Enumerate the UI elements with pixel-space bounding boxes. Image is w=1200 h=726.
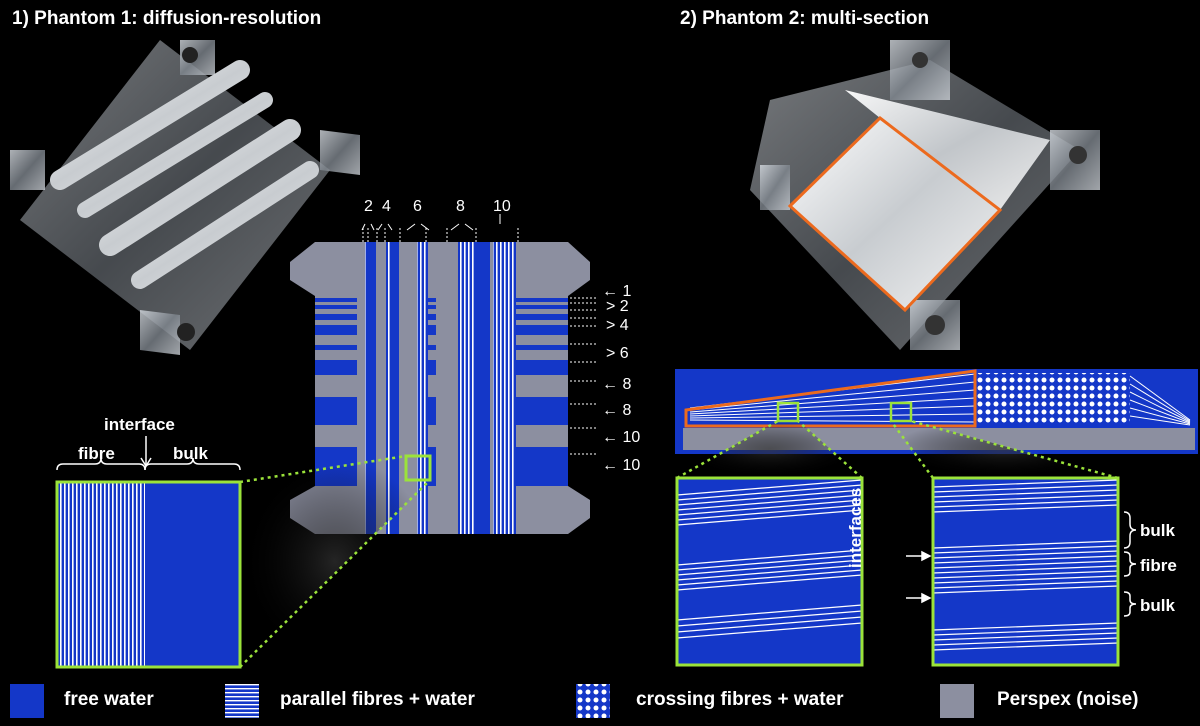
phantom2-title: 2) Phantom 2: multi-section bbox=[680, 8, 930, 29]
interfaces-label: interfaces bbox=[846, 487, 865, 568]
top-number-10: 10 bbox=[493, 198, 511, 215]
legend-label-crossing: crossing fibres + water bbox=[636, 689, 844, 710]
side-number-10b: ← 10 bbox=[602, 457, 641, 474]
legend-label-water: free water bbox=[64, 689, 154, 710]
fibre-label-2: fibre bbox=[1140, 556, 1177, 575]
legend-label-perspex: Perspex (noise) bbox=[997, 689, 1139, 710]
phantom1-photo bbox=[10, 40, 360, 355]
side-number-10a: ← 10 bbox=[602, 429, 641, 446]
side-number-6: > 6 bbox=[606, 345, 629, 362]
legend-swatch-water bbox=[10, 684, 44, 718]
phantom2-inset-left bbox=[675, 476, 864, 667]
phantom2-inset-right bbox=[906, 476, 1137, 667]
side-number-8a-value: 8 bbox=[622, 376, 632, 393]
legend-swatch-perspex bbox=[940, 684, 974, 718]
phantom1-inset bbox=[55, 436, 242, 669]
side-number-10a-value: 10 bbox=[622, 429, 641, 446]
bulk-bottom-label: bulk bbox=[1140, 596, 1175, 615]
phantom2-photo bbox=[750, 40, 1100, 350]
bulk-label: bulk bbox=[173, 444, 208, 463]
zoom-glow-2 bbox=[677, 420, 862, 478]
zoom-connectors-1 bbox=[239, 454, 431, 668]
side-number-8a: ← 8 bbox=[602, 376, 632, 393]
fibre-label: fibre bbox=[78, 444, 115, 463]
top-number-4: 4 bbox=[382, 198, 391, 215]
side-number-10b-value: 10 bbox=[622, 457, 641, 474]
legend-swatches bbox=[10, 684, 974, 718]
side-number-1-value: 1 bbox=[622, 283, 632, 300]
side-number-1: ← 1 bbox=[602, 283, 632, 300]
side-number-8b: ← 8 bbox=[602, 402, 632, 419]
interface-label: interface bbox=[104, 415, 175, 434]
side-number-4: > 4 bbox=[606, 317, 629, 334]
zoom-connectors-2 bbox=[676, 419, 1119, 480]
top-number-8: 8 bbox=[456, 198, 465, 215]
side-number-8b-value: 8 bbox=[622, 402, 632, 419]
legend-swatch-crossing bbox=[576, 684, 610, 718]
phantom1-schematic bbox=[290, 214, 598, 534]
top-number-6: 6 bbox=[413, 198, 422, 215]
side-number-2-value: 2 bbox=[619, 298, 629, 315]
legend-label-parallel: parallel fibres + water bbox=[280, 689, 475, 710]
side-number-2: > 2 bbox=[606, 298, 629, 315]
bulk-top-label: bulk bbox=[1140, 521, 1175, 540]
side-number-6-value: 6 bbox=[619, 345, 629, 362]
phantom1-title: 1) Phantom 1: diffusion-resolution bbox=[12, 8, 322, 29]
top-number-2: 2 bbox=[364, 198, 373, 215]
side-number-4-value: 4 bbox=[619, 317, 629, 334]
zoom-glow-1 bbox=[240, 456, 430, 667]
legend-swatch-parallel bbox=[225, 684, 259, 718]
